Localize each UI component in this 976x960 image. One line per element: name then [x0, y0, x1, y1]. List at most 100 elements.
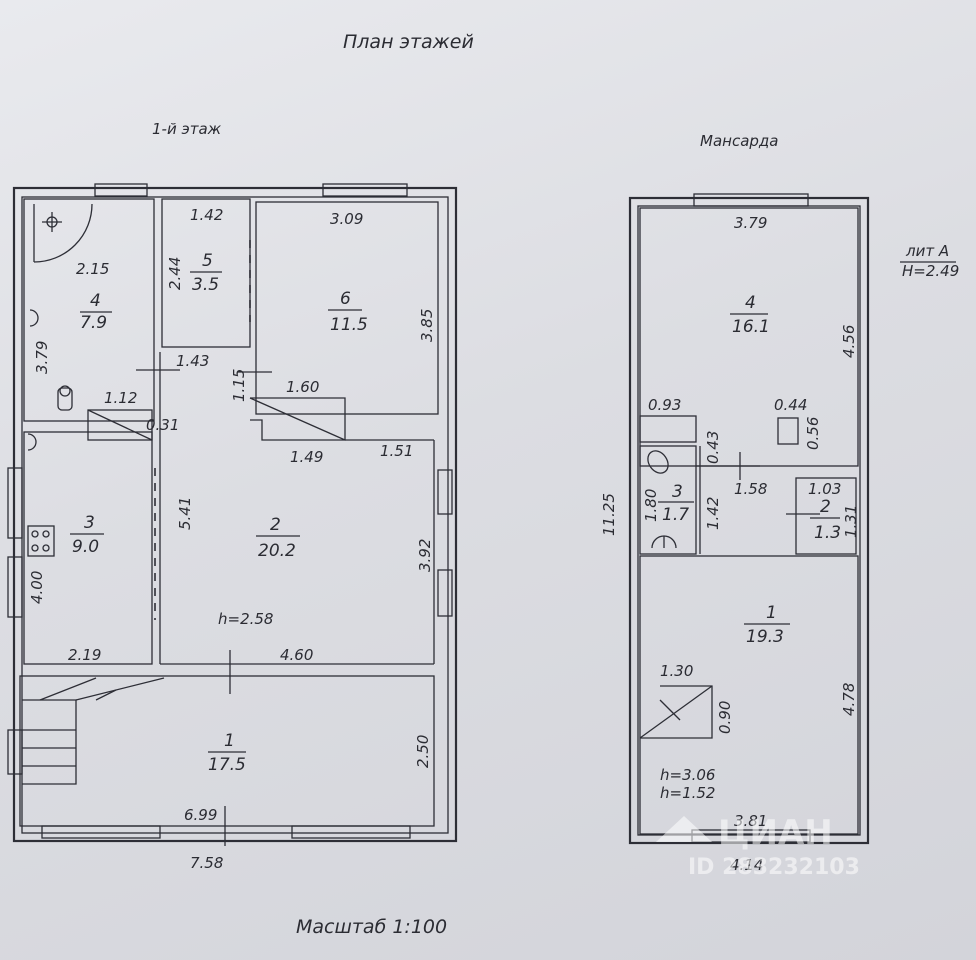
dim: 0.31: [146, 416, 179, 434]
dim: 4.60: [280, 646, 313, 664]
stove-burner: [31, 530, 39, 538]
window: [7, 729, 23, 775]
window: [322, 183, 408, 197]
dim: 2.50: [414, 735, 432, 768]
window: [437, 569, 453, 617]
window: [693, 193, 809, 207]
dim: 0.44: [774, 396, 807, 414]
room-2-area: 20.2: [258, 541, 296, 561]
dim: 3.85: [418, 309, 436, 342]
dim: 6.99: [184, 806, 217, 824]
dim: 0.90: [716, 701, 734, 734]
window: [7, 556, 23, 618]
attic-height-2: h=1.52: [660, 784, 715, 802]
attic-room-4-area: 16.1: [732, 317, 770, 337]
dim: 0.93: [648, 396, 681, 414]
dim: 1.42: [190, 206, 223, 224]
attic-room-4-number: 4: [745, 293, 756, 313]
attic-room-3-walls: [639, 445, 697, 555]
attic-stair-arrow: [659, 699, 681, 721]
attic-room-2-number: 2: [820, 497, 831, 517]
attic-room-3-number: 3: [672, 482, 683, 502]
dim: 2.15: [76, 260, 109, 278]
dim: 2.19: [68, 646, 101, 664]
stair-flight: [75, 677, 165, 701]
attic-stair-flight: [639, 685, 713, 739]
dim: 11.25: [600, 493, 618, 536]
room-6-number: 6: [340, 289, 351, 309]
dim: 2.44: [166, 257, 184, 290]
dim: 4.00: [28, 571, 46, 604]
stove-icon: [27, 525, 55, 557]
dim: 3.81: [734, 812, 767, 830]
toilet-icon: [647, 450, 669, 474]
stove-burner: [42, 544, 50, 552]
room-5-area: 3.5: [192, 275, 219, 295]
watermark-brand: ЦИАН: [718, 813, 833, 853]
dim: 1.43: [176, 352, 209, 370]
staircase-room1: [22, 699, 77, 785]
room-1-walls: [19, 675, 435, 827]
dim: 5.41: [176, 497, 194, 530]
attic-label: Мансарда: [700, 132, 778, 150]
dim: 1.03: [808, 480, 841, 498]
dim: 4.56: [840, 325, 858, 358]
scale-label: Масштаб 1:100: [296, 916, 447, 938]
dim: 1.12: [104, 389, 137, 407]
stove-burner: [31, 544, 39, 552]
room-3-area: 9.0: [72, 537, 99, 557]
attic-room-1-number: 1: [766, 603, 777, 623]
dim: 3.79: [734, 214, 767, 232]
dim: 1.30: [660, 662, 693, 680]
lit-height: H=2.49: [902, 262, 959, 280]
dim: 1.31: [842, 505, 860, 538]
toilet-icon: [57, 387, 73, 411]
room-5-number: 5: [202, 251, 213, 271]
attic-height-1: h=3.06: [660, 766, 715, 784]
sink-icon: [29, 309, 39, 327]
attic-room-2-walls: [795, 477, 857, 555]
floor1-height: h=2.58: [218, 610, 273, 628]
room-6-area: 11.5: [330, 315, 368, 335]
dim: 4.14: [730, 856, 763, 874]
room-4-number: 4: [90, 291, 101, 311]
window: [291, 825, 411, 839]
room-6-walls: [255, 201, 439, 415]
dim: 1.60: [286, 378, 319, 396]
staircase-line: [249, 397, 346, 441]
stove-burner: [42, 530, 50, 538]
dim: 4.78: [840, 683, 858, 716]
window: [7, 467, 23, 539]
attic-room-4-walls: [639, 207, 859, 467]
dim: 1.80: [642, 489, 660, 522]
attic-room-1-walls: [639, 555, 859, 835]
attic-room-3-area: 1.7: [662, 505, 689, 525]
dim: 7.58: [190, 854, 223, 872]
room-4-walls: [23, 198, 155, 422]
dim: 1.58: [734, 480, 767, 498]
dim: 1.42: [704, 497, 722, 530]
attic-niche: [639, 415, 697, 443]
watermark: ЦИАН ID 283232103: [656, 813, 860, 880]
window: [41, 825, 161, 839]
watermark-id: ID 283232103: [688, 855, 860, 880]
stair-block: [87, 409, 153, 441]
room-3-number: 3: [84, 513, 95, 533]
floor1-label: 1-й этаж: [152, 120, 222, 138]
attic-room-2-area: 1.3: [814, 523, 841, 543]
attic-room-1-area: 19.3: [746, 627, 784, 647]
dim: 1.49: [290, 448, 323, 466]
window: [437, 469, 453, 515]
attic-plan: [628, 193, 870, 845]
room-1-number: 1: [224, 731, 235, 751]
dim: 1.51: [380, 442, 413, 460]
window: [94, 183, 148, 197]
room-2-number: 2: [270, 515, 281, 535]
stair-flight: [95, 689, 117, 701]
dim: 3.79: [33, 341, 51, 374]
lit-label: лит А: [905, 242, 949, 260]
room-4-area: 7.9: [80, 313, 107, 333]
dim: 0.56: [804, 417, 822, 450]
sink-icon: [27, 433, 37, 451]
